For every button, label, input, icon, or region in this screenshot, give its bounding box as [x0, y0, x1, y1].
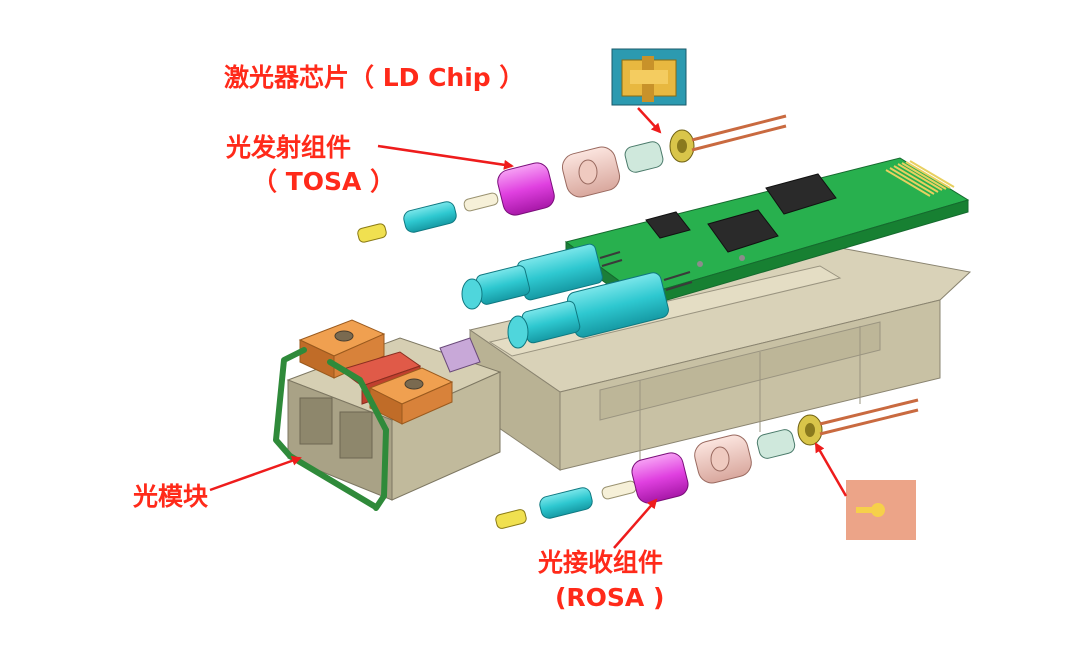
module-label: 光模块 — [133, 482, 209, 511]
arrow-ld-chip — [637, 107, 662, 134]
callout-arrows — [209, 107, 848, 549]
arrow-module — [209, 455, 302, 492]
arrow-pd-chip — [814, 442, 848, 497]
rosa-label-en: (ROSA ) — [555, 583, 665, 612]
pd-chip-inset-image — [846, 480, 916, 540]
tosa-exploded-parts — [357, 114, 787, 243]
assembled-osa-lower — [507, 271, 693, 349]
arrow-tosa — [377, 144, 514, 170]
bail-wire — [273, 347, 389, 511]
ld-chip-label: 激光器芯片（ LD Chip ） — [224, 63, 525, 92]
rosa-exploded-parts — [495, 398, 919, 529]
tosa-label-en: （ TOSA ） — [252, 167, 396, 196]
assembled-osa-upper — [461, 243, 623, 310]
ld-chip-inset-image — [611, 48, 687, 106]
arrow-rosa — [613, 498, 658, 549]
tosa-label-cn: 光发射组件 — [226, 133, 352, 162]
pcb-gold-fingers — [885, 160, 955, 197]
rosa-label-cn: 光接收组件 — [538, 548, 664, 577]
